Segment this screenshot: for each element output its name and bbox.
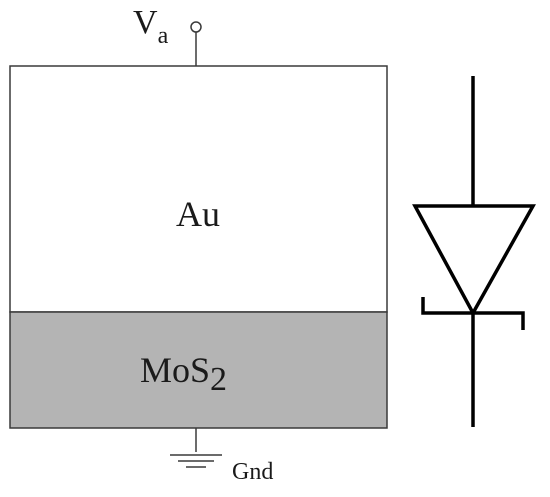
- mos2-layer-label: MoS2: [140, 350, 227, 398]
- terminal-node-icon: [190, 21, 202, 33]
- au-layer-label: Au: [176, 194, 220, 234]
- ground-terminal: Gnd: [170, 428, 273, 485]
- top-terminal: Va: [133, 4, 202, 66]
- mos2-layer: [9, 311, 388, 429]
- terminal-label-va: Va: [133, 4, 169, 49]
- ground-label: Gnd: [232, 459, 273, 485]
- diode-triangle: [412, 204, 536, 317]
- zener-diode-icon: [412, 76, 536, 427]
- au-layer: [9, 65, 388, 313]
- ground-icon: [170, 454, 222, 468]
